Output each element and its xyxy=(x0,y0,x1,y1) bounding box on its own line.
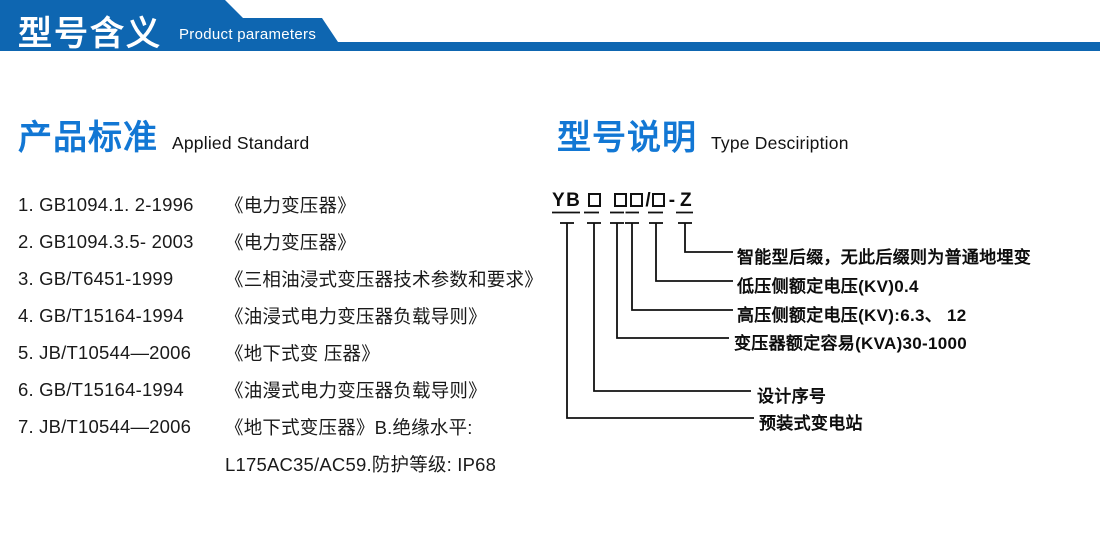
standard-row: 1. GB1094.1. 2-1996 《电力变压器》 xyxy=(18,187,543,224)
model-code-dash: - xyxy=(668,189,676,211)
standard-title: 《油浸式电力变压器负载导则》 xyxy=(225,306,487,328)
page-subtitle: Product parameters xyxy=(179,26,317,43)
standard-title: 《三相油浸式变压器技术参数和要求》 xyxy=(225,269,543,291)
applied-standard-heading-cn: 产品标准 xyxy=(18,119,158,157)
model-code: YB / - Z xyxy=(552,189,692,211)
applied-standard-heading: 产品标准 Applied Standard xyxy=(18,110,309,159)
standard-row: 3. GB/T6451-1999 《三相油浸式变压器技术参数和要求》 xyxy=(18,261,543,298)
standard-title: 《地下式变 压器》 xyxy=(225,343,380,364)
standard-code: 7. JB/T10544—2006 xyxy=(18,415,192,437)
label-smart-suffix: 智能型后缀，无此后缀则为普通地埋变 xyxy=(737,248,1032,267)
model-code-slash: / xyxy=(645,189,651,211)
banner-polygon xyxy=(0,0,1100,51)
code-box-lv xyxy=(651,193,665,207)
standard-title: 《电力变压器》 xyxy=(225,195,356,217)
standard-row: 6. GB/T15164-1994 《油漫式电力变压器负载导则》 xyxy=(18,371,543,408)
label-lv-rated-voltage: 低压侧额定电压(KV)0.4 xyxy=(737,277,919,296)
model-code-prefix: YB xyxy=(552,189,582,211)
standard-title: L175AC35/AC59.防护等级: IP68 xyxy=(225,453,497,475)
type-description-heading-cn: 型号说明 xyxy=(557,119,697,157)
standard-row: 5. JB/T10544—2006 《地下式变 压器》 xyxy=(18,335,543,372)
label-prefabricated-substation: 预装式变电站 xyxy=(759,414,863,433)
standard-row: 7. JB/T10544—2006 《地下式变压器》B.绝缘水平: xyxy=(18,408,543,445)
code-box-capacity xyxy=(614,193,628,207)
standard-title: 《电力变压器》 xyxy=(225,232,356,254)
standard-code: 4. GB/T15164-1994 xyxy=(18,305,184,327)
standard-code: 5. JB/T10544—2006 xyxy=(18,342,192,363)
standard-title: 《油漫式电力变压器负载导则》 xyxy=(225,379,487,401)
label-hv-rated-voltage: 高压侧额定电压(KV):6.3、 12 xyxy=(737,306,967,325)
standards-list: 1. GB1094.1. 2-1996 《电力变压器》 2. GB1094.3.… xyxy=(18,187,543,482)
page-title: 型号含义 xyxy=(18,15,162,53)
standard-code: 2. GB1094.3.5- 2003 xyxy=(18,231,194,253)
standard-title: 《地下式变压器》B.绝缘水平: xyxy=(225,416,473,438)
standard-code: 3. GB/T6451-1999 xyxy=(18,268,174,290)
type-description-heading: 型号说明 Type Desciription xyxy=(557,110,849,159)
applied-standard-heading-en: Applied Standard xyxy=(172,133,310,153)
label-rated-capacity: 变压器额定容易(KVA)30-1000 xyxy=(734,334,968,353)
standard-row: 4. GB/T15164-1994 《油浸式电力变压器负载导则》 xyxy=(18,298,543,335)
standard-row: L175AC35/AC59.防护等级: IP68 xyxy=(18,445,543,482)
header-banner-shape xyxy=(0,0,1100,51)
label-design-serial: 设计序号 xyxy=(757,387,827,406)
code-box-design xyxy=(588,193,602,207)
code-box-hv xyxy=(630,193,644,207)
standard-code: 1. GB1094.1. 2-1996 xyxy=(18,194,194,216)
standard-row: 2. GB1094.3.5- 2003 《电力变压器》 xyxy=(18,224,543,261)
type-description-heading-en: Type Desciription xyxy=(711,133,849,153)
model-code-suffix: Z xyxy=(680,189,692,211)
standard-code: 6. GB/T15164-1994 xyxy=(18,378,184,400)
